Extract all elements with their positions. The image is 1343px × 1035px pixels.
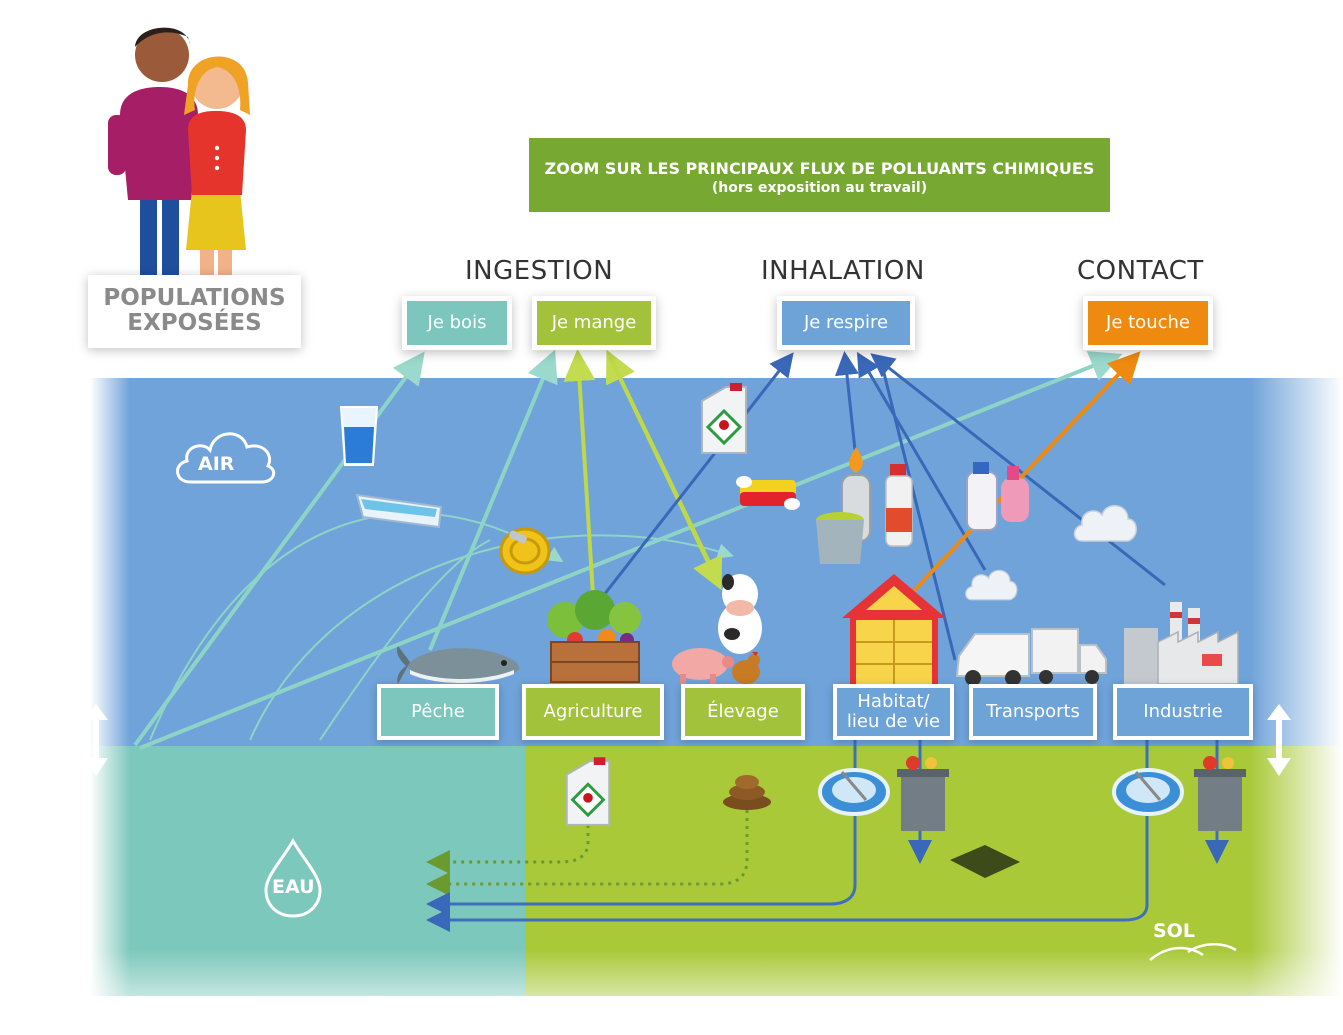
diagram-title: ZOOM SUR LES PRINCIPAUX FLUX DE POLLUANT… bbox=[529, 138, 1110, 212]
treatment-plant-icon bbox=[818, 768, 890, 816]
water-glass-icon bbox=[339, 406, 379, 466]
fish-icon bbox=[396, 646, 519, 684]
detergent-bottle-icon bbox=[966, 462, 1029, 531]
trash-bin-icon bbox=[1194, 756, 1246, 831]
source-habitat-line1: Habitat/ bbox=[857, 691, 930, 712]
populations-line1: POPULATIONS bbox=[103, 285, 286, 311]
source-agriculture: Agriculture bbox=[526, 688, 660, 736]
double-arrow-icon bbox=[84, 704, 1291, 1028]
manure-icon bbox=[723, 775, 771, 810]
sponge-icon bbox=[736, 476, 800, 510]
zone-sol-label: SOL bbox=[1153, 920, 1195, 942]
factory-icon bbox=[1124, 602, 1239, 685]
route-inhalation: INHALATION bbox=[761, 256, 925, 286]
vegetable-crate-icon bbox=[547, 590, 641, 683]
action-je-respire: Je respire bbox=[782, 301, 910, 345]
person-man-icon bbox=[108, 27, 198, 275]
source-industrie: Industrie bbox=[1117, 688, 1249, 736]
smoke-cloud-icon bbox=[1073, 505, 1137, 542]
toxic-jerrycan-icon bbox=[701, 383, 747, 454]
action-je-bois: Je bois bbox=[407, 301, 507, 345]
route-ingestion: INGESTION bbox=[465, 256, 614, 286]
van-icon bbox=[955, 633, 1030, 686]
treatment-plant-icon bbox=[1112, 768, 1184, 816]
cloud-icon bbox=[176, 432, 276, 484]
zone-eau-label: EAU bbox=[272, 876, 315, 898]
source-transports: Transports bbox=[973, 688, 1093, 736]
trash-bin-icon bbox=[897, 756, 949, 831]
water-drop-icon bbox=[264, 838, 322, 918]
bathtub-icon bbox=[355, 493, 443, 529]
people-illustration bbox=[108, 27, 250, 277]
person-woman-icon bbox=[184, 56, 250, 277]
cow-icon bbox=[718, 574, 762, 654]
paint-pot-icon bbox=[816, 512, 864, 564]
action-je-mange: Je mange bbox=[537, 301, 651, 345]
toxic-jerrycan-icon bbox=[565, 757, 611, 826]
source-habitat-line2: lieu de vie bbox=[846, 711, 941, 732]
source-elevage: Élevage bbox=[685, 688, 801, 736]
spray-bottle-icon bbox=[885, 464, 913, 547]
populations-line2: EXPOSÉES bbox=[127, 310, 262, 336]
route-contact: CONTACT bbox=[1077, 256, 1204, 286]
smoke-cloud-icon bbox=[965, 569, 1018, 601]
pig-icon bbox=[672, 648, 734, 684]
action-je-touche: Je touche bbox=[1088, 301, 1208, 345]
garden-hose-icon bbox=[499, 527, 551, 575]
title-line1: ZOOM SUR LES PRINCIPAUX FLUX DE POLLUANT… bbox=[544, 159, 1095, 178]
source-peche: Pêche bbox=[381, 688, 495, 736]
title-line2: (hors exposition au travail) bbox=[711, 180, 928, 196]
house-icon bbox=[842, 574, 946, 686]
soil-waves-icon bbox=[1149, 943, 1237, 961]
truck-icon bbox=[1031, 628, 1107, 684]
hen-icon bbox=[732, 652, 760, 684]
source-habitat: Habitat/ lieu de vie bbox=[837, 688, 950, 736]
populations-label: POPULATIONS EXPOSÉES bbox=[88, 275, 301, 348]
zone-air-label: AIR bbox=[198, 453, 235, 475]
